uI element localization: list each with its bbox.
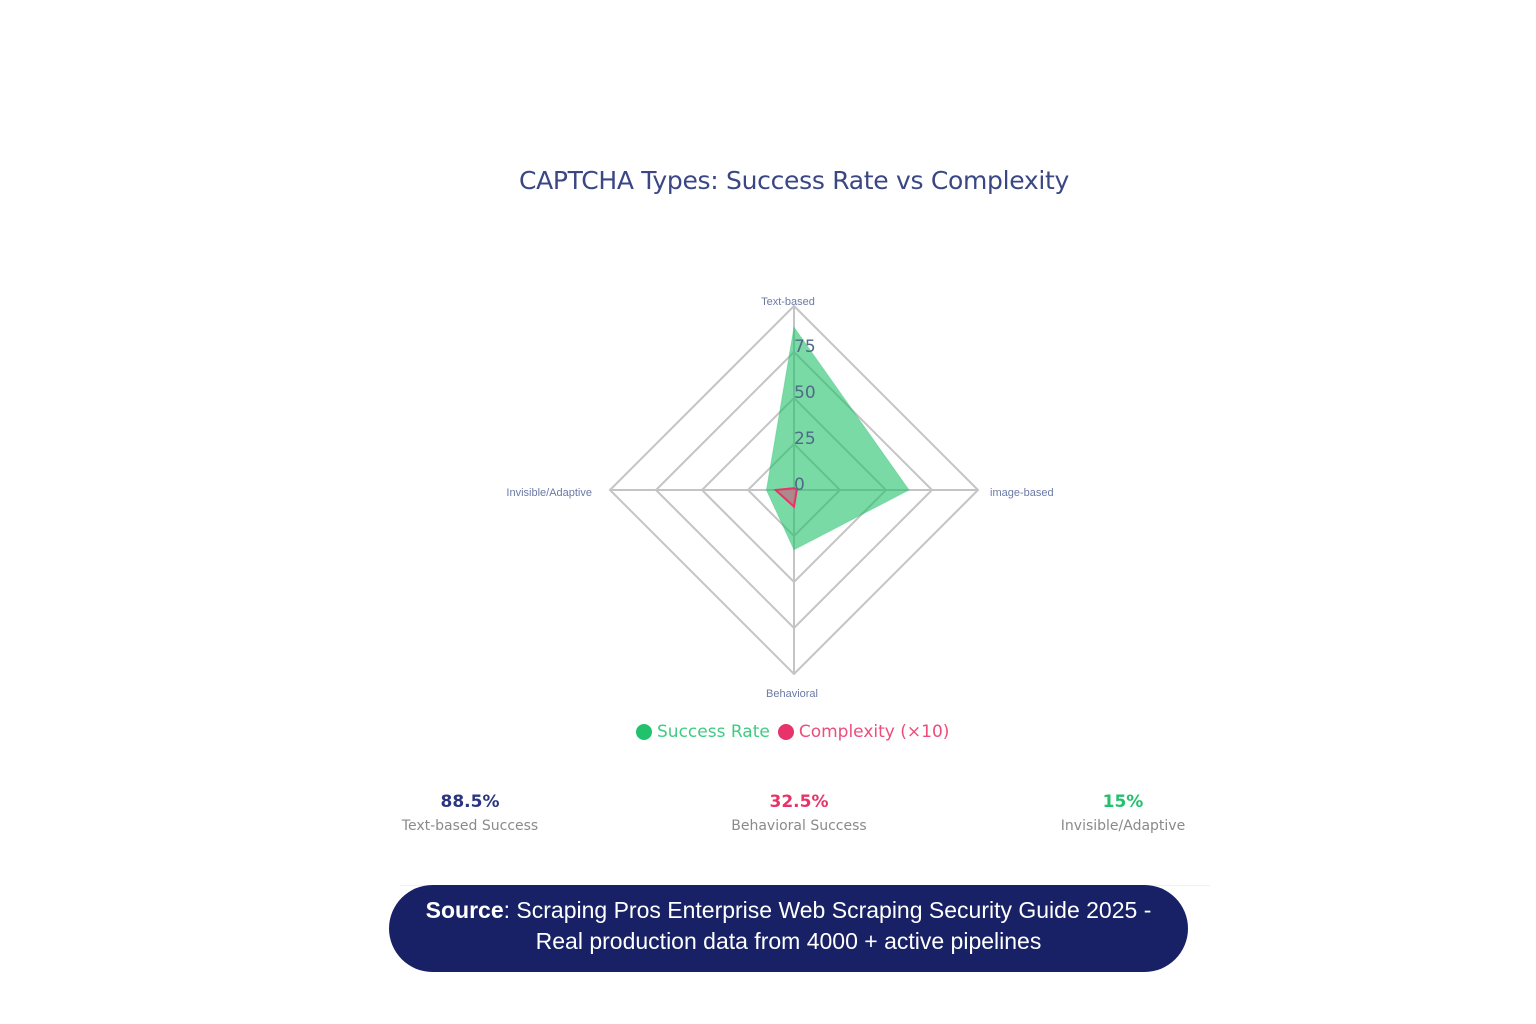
axis-label-image-based: image-based [990, 487, 1054, 499]
tick-25: 25 [794, 429, 816, 449]
stat-label: Invisible/Adaptive [1060, 818, 1186, 834]
radial-tick-labels: 0 25 50 75 [794, 337, 816, 495]
chart-title: CAPTCHA Types: Success Rate vs Complexit… [518, 166, 1070, 195]
stat-label: Text-based Success [401, 818, 539, 834]
source-banner: Source: Scraping Pros Enterprise Web Scr… [389, 885, 1188, 972]
stat-invisible-adaptive: 15% Invisible/Adaptive [1003, 792, 1243, 834]
stat-text-based: 88.5% Text-based Success [350, 792, 590, 834]
axis-label-text-based: Text-based [761, 296, 815, 308]
legend-item-complexity[interactable]: Complexity (×10) [777, 722, 950, 742]
legend-label: Success Rate [657, 722, 770, 742]
tick-50: 50 [794, 383, 816, 403]
legend-dot-icon [636, 724, 652, 740]
tick-0: 0 [794, 475, 805, 495]
axis-label-invisible-adaptive: Invisible/Adaptive [506, 487, 592, 499]
stat-value: 88.5% [440, 792, 500, 812]
source-line-1: Source: Scraping Pros Enterprise Web Scr… [389, 895, 1188, 926]
legend-label: Complexity (×10) [798, 722, 950, 742]
tick-75: 75 [794, 337, 816, 357]
source-bold: Source [425, 897, 504, 923]
stat-behavioral: 32.5% Behavioral Success [679, 792, 919, 834]
source-line-2: Real production data from 4000 + active … [535, 928, 1042, 954]
legend-item-success-rate[interactable]: Success Rate [636, 722, 770, 742]
stat-value: 32.5% [769, 792, 829, 812]
axis-label-behavioral: Behavioral [766, 688, 818, 700]
success-rate-polygon[interactable] [765, 325, 910, 551]
stat-value: 15% [1102, 792, 1144, 812]
chart-legend: Success Rate Complexity (×10) [636, 722, 949, 742]
legend-dot-icon [777, 724, 794, 740]
source-text: : Scraping Pros Enterprise Web Scraping … [503, 897, 1152, 923]
stat-label: Behavioral Success [731, 818, 867, 834]
complexity-polygon[interactable] [773, 487, 798, 509]
